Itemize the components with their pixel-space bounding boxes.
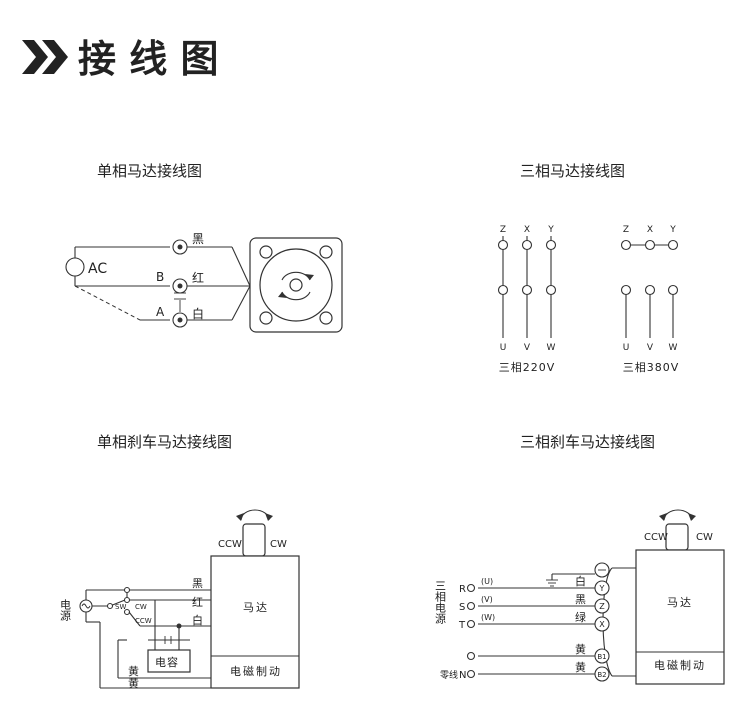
wire-black-label: 黑	[192, 232, 204, 246]
neutral-label: 零线	[440, 669, 458, 681]
ccw-small-label: CCW	[135, 617, 152, 625]
single-brake-title: 单相刹车马达接线图	[97, 433, 232, 451]
label-380-w: W	[669, 343, 678, 353]
term-b-label: B	[156, 270, 164, 284]
label-220-z: Z	[500, 225, 506, 235]
label-220-v: V	[524, 343, 531, 353]
phase-r-sub: (U)	[481, 577, 493, 586]
lead-z: Z	[599, 602, 605, 611]
phase-s-sub: (V)	[481, 595, 493, 604]
single-brake-wiring	[79, 586, 211, 689]
header-chevron-icon	[22, 40, 68, 74]
three-brake-yellow1: 黄	[575, 642, 586, 656]
brake-wire-red: 红	[192, 596, 203, 609]
three-brake-unit-label: 电磁制动	[654, 659, 706, 672]
phase-t-term: T	[458, 620, 466, 631]
wire-red-label: 红	[192, 270, 204, 285]
brake-cw-label: CW	[270, 539, 287, 550]
label-380-v: V	[647, 343, 654, 353]
brake-motor-label: 马达	[243, 601, 269, 614]
lead-b1: B1	[597, 653, 606, 661]
ac-source-icon	[81, 603, 91, 609]
page-title: 接 线 图	[78, 37, 218, 81]
label-220-w: W	[547, 343, 556, 353]
three-brake-motor-label: 马达	[667, 596, 693, 609]
brake-wire-black: 黑	[192, 577, 203, 590]
three-brake-motor	[635, 509, 725, 685]
single-phase-diagram	[65, 237, 343, 333]
single-brake-motor	[210, 509, 300, 689]
label-220-x: X	[524, 225, 530, 235]
label-380-y: Y	[669, 225, 676, 235]
three-phase-380-diagram	[620, 239, 679, 338]
three-brake-yellow2: 黄	[575, 660, 586, 674]
caption-220: 三相220V	[499, 361, 556, 374]
brake-unit-label: 电磁制动	[230, 665, 282, 678]
caption-380: 三相380V	[623, 361, 680, 374]
three-brake-wiring	[466, 562, 636, 682]
term-a-label: A	[156, 305, 165, 319]
lead-x: X	[599, 620, 605, 629]
source-label: 电源	[59, 599, 72, 622]
phase-r-color: 白	[575, 574, 586, 588]
phase-t-sub: (W)	[481, 613, 495, 622]
three-phase-220-diagram	[497, 236, 557, 338]
three-brake-ccw-label: CCW	[644, 532, 668, 543]
label-380-x: X	[647, 225, 653, 235]
label-220-y: Y	[547, 225, 554, 235]
label-380-z: Z	[623, 225, 629, 235]
phase-t-color: 绿	[575, 610, 586, 624]
single-phase-title: 单相马达接线图	[97, 162, 202, 180]
brake-wire-yellow2: 黄	[128, 676, 139, 690]
three-brake-cw-label: CW	[696, 532, 713, 543]
lead-y: Y	[599, 584, 605, 593]
neutral-term: N	[459, 670, 466, 681]
lead-b2: B2	[597, 671, 606, 679]
three-brake-title: 三相刹车马达接线图	[520, 433, 655, 451]
brake-ccw-label: CCW	[218, 539, 242, 550]
single-phase-motor	[249, 237, 343, 333]
label-220-u: U	[500, 343, 507, 353]
brake-wire-yellow1: 黄	[128, 664, 139, 678]
three-phase-title: 三相马达接线图	[520, 162, 625, 180]
sw-label: SW	[115, 603, 126, 611]
cw-small-label: CW	[135, 603, 147, 611]
label-380-u: U	[623, 343, 630, 353]
three-phase-source-label: 三相电源	[434, 580, 447, 625]
capacitor-box	[147, 649, 191, 673]
capacitor-label: 电容	[155, 655, 179, 669]
phase-r-term: R	[459, 584, 466, 595]
wire-white-label: 白	[192, 306, 204, 321]
phase-s-term: S	[459, 602, 465, 613]
brake-wire-white: 白	[192, 613, 203, 627]
ac-label: AC	[88, 261, 107, 277]
phase-s-color: 黑	[575, 593, 586, 606]
